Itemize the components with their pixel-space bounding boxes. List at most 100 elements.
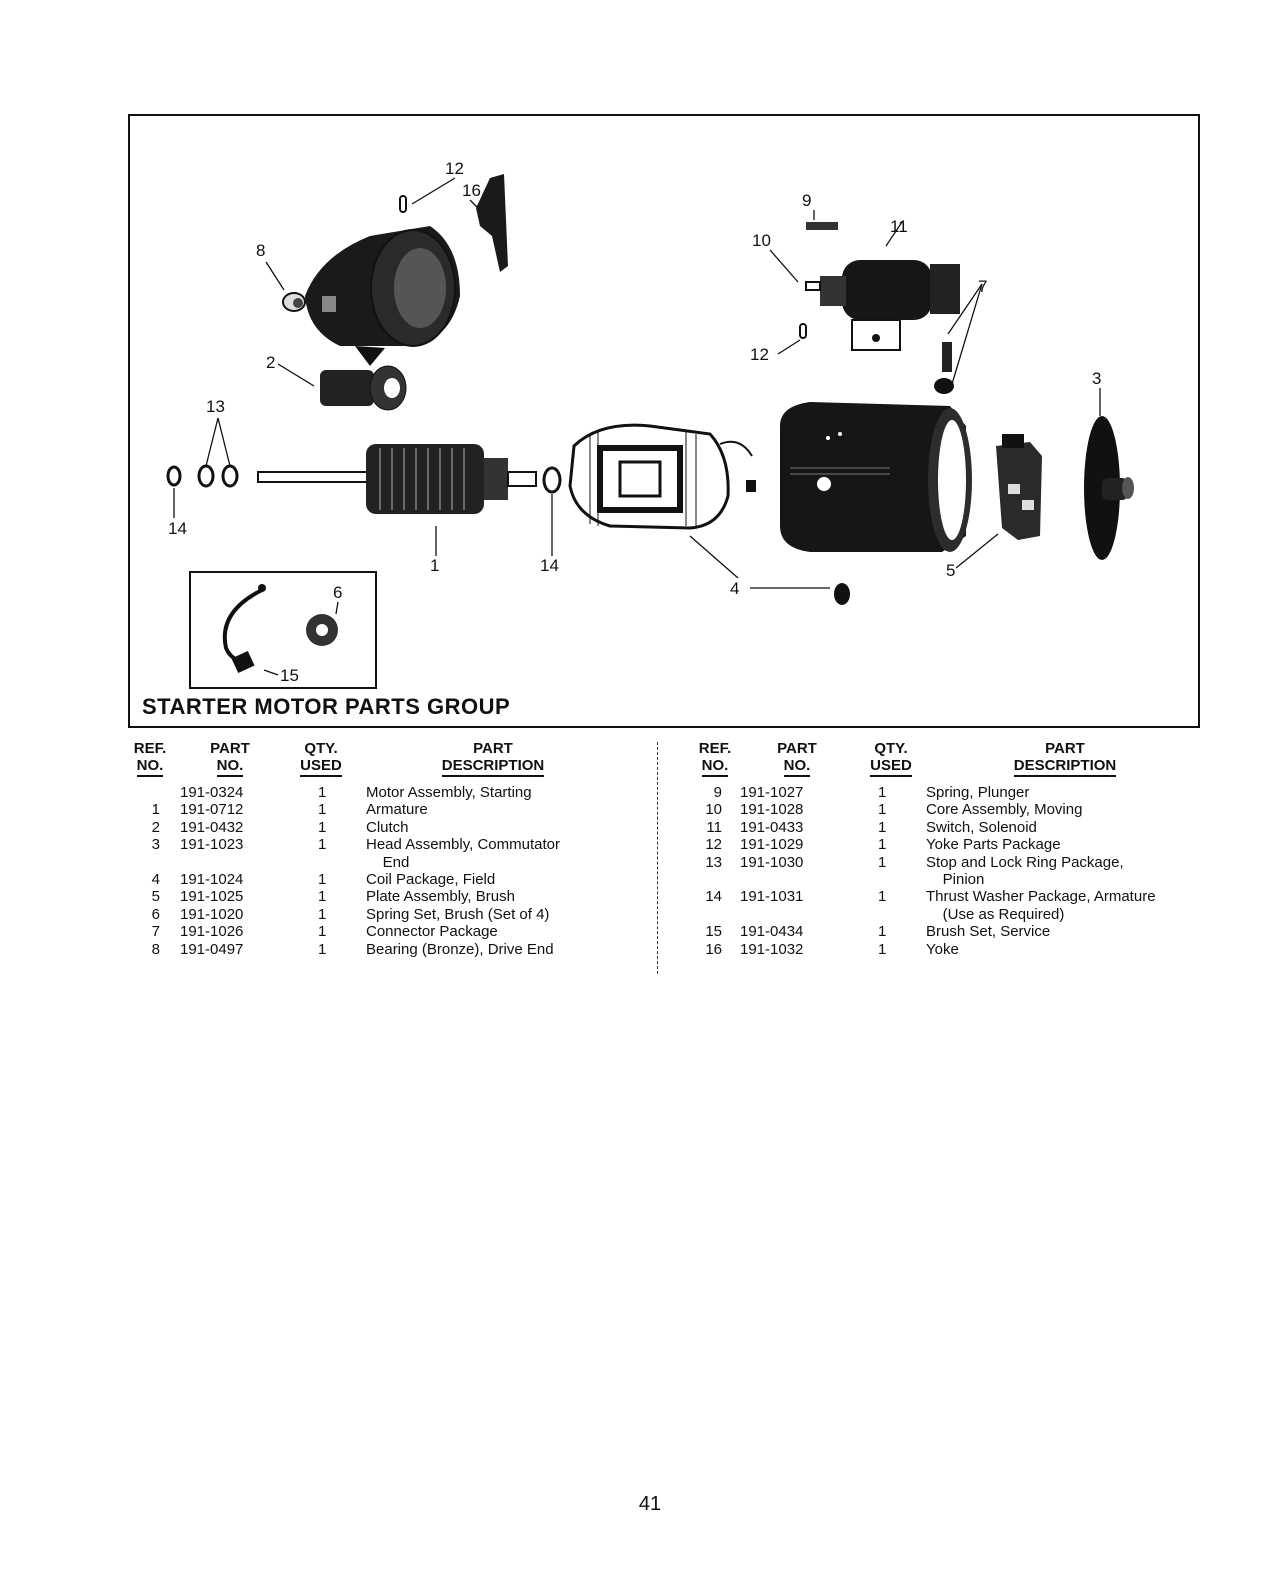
callout-10: 10 [752, 231, 771, 250]
ref-number: 4 [151, 870, 160, 888]
table-row: 1 191-0712 1 Armature [128, 801, 648, 818]
callout-15: 15 [280, 666, 299, 685]
part-number: 191-0712 [180, 801, 244, 819]
ref-number: 8 [151, 940, 160, 958]
thrust-washers [166, 464, 562, 494]
part-description: Armature [366, 801, 428, 819]
ref-number: 1 [151, 801, 160, 819]
part-number: 191-1023 [180, 836, 244, 854]
callout-5: 5 [946, 561, 955, 580]
field-screw [834, 583, 850, 605]
quantity-used: 1 [878, 940, 887, 958]
part-description: Yoke Parts Package [926, 836, 1061, 854]
quantity-used: 1 [318, 888, 327, 906]
shift-yoke [476, 174, 508, 272]
armature [257, 444, 537, 514]
part-number: 191-1024 [180, 870, 244, 888]
ref-number: 3 [151, 836, 160, 854]
part-number: 191-0432 [180, 818, 244, 836]
part-description: Coil Package, Field [366, 870, 496, 888]
yoke-pin-right [799, 323, 807, 339]
table-row: 2 191-0432 1 Clutch [128, 819, 648, 836]
yoke-pin-top [399, 195, 407, 213]
moving-core [805, 281, 821, 291]
callout-2: 2 [266, 353, 275, 372]
figure-title: STARTER MOTOR PARTS GROUP [142, 694, 511, 719]
brush-plate-assembly [996, 434, 1042, 540]
column-divider [657, 742, 658, 974]
ref-number: 13 [705, 853, 722, 871]
callout-12-right: 12 [750, 345, 769, 364]
bearing-bushing [282, 292, 306, 312]
ref-number: 10 [705, 801, 722, 819]
quantity-used: 1 [318, 818, 327, 836]
callout-13: 13 [206, 397, 225, 416]
header-ref-no: REF.NO. [690, 740, 740, 777]
part-number: 191-0434 [740, 923, 804, 941]
quantity-used: 1 [318, 784, 327, 801]
table-row: 191-0324 1 Motor Assembly, Starting [128, 784, 648, 801]
quantity-used: 1 [878, 801, 887, 819]
ref-number: 2 [151, 818, 160, 836]
service-brush [231, 650, 255, 674]
part-number: 191-0324 [180, 784, 244, 801]
plunger-spring [806, 222, 838, 230]
ref-number: 14 [705, 888, 722, 906]
quantity-used: 1 [318, 870, 327, 888]
callout-3: 3 [1092, 369, 1101, 388]
callout-9: 9 [802, 191, 811, 210]
part-number: 191-0497 [180, 940, 244, 958]
part-description: Spring Set, Brush (Set of 4) [366, 905, 550, 923]
quantity-used: 1 [878, 818, 887, 836]
callout-16: 16 [462, 181, 481, 200]
ref-number: 11 [706, 818, 722, 836]
quantity-used: 1 [318, 836, 327, 854]
quantity-used: 1 [318, 801, 327, 819]
ref-number: 16 [705, 940, 722, 958]
part-description: Spring, Plunger [926, 784, 1030, 801]
header-qty-used: QTY.USED [294, 740, 348, 777]
leader-lines [173, 177, 1101, 676]
part-number: 191-1031 [740, 888, 804, 906]
part-number: 191-1029 [740, 836, 804, 854]
table-row: 3 191-1023 1 Head Assembly, Commutator End [128, 836, 648, 871]
drive-end-housing [305, 226, 460, 366]
part-number: 191-0433 [740, 818, 804, 836]
quantity-used: 1 [878, 923, 887, 941]
part-description: Brush Set, Service [926, 923, 1051, 941]
part-description: Connector Package [366, 923, 498, 941]
quantity-used: 1 [318, 923, 327, 941]
callout-1: 1 [430, 556, 439, 575]
callout-12-top: 12 [445, 159, 464, 178]
callout-8: 8 [256, 241, 265, 260]
part-description: Head Assembly, Commutator End [366, 836, 560, 871]
ref-number: 9 [713, 784, 722, 801]
part-description: Clutch [366, 818, 409, 836]
page-number: 41 [638, 1493, 662, 1515]
quantity-used: 1 [318, 905, 327, 923]
parts-rows-left: 191-0324 1 Motor Assembly, Starting 1 191-07… [128, 784, 648, 958]
ref-number: 6 [151, 905, 160, 923]
part-description: Switch, Solenoid [926, 818, 1037, 836]
ref-number: 7 [151, 923, 160, 941]
quantity-used: 1 [878, 836, 887, 854]
clutch [320, 365, 407, 411]
table-row: 11 191-0433 1 Switch, Solenoid [690, 819, 1210, 836]
part-description: Stop and Lock Ring Package, Pinion [926, 853, 1124, 888]
callout-7: 7 [978, 277, 987, 296]
part-description: Motor Assembly, Starting [366, 784, 532, 801]
part-description: Plate Assembly, Brush [366, 888, 515, 906]
commutator-end-head [1084, 416, 1134, 560]
part-number: 191-1030 [740, 853, 804, 871]
header-ref-no: REF.NO. [128, 740, 172, 777]
